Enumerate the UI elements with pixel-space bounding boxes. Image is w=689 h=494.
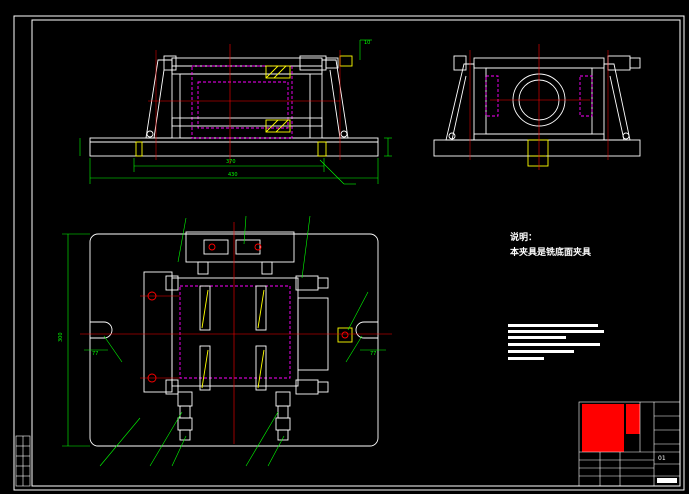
dim-slot-left: 77 [92,351,98,357]
technical-requirements [508,324,604,360]
binding-strip [15,435,31,487]
plan-dimensions [62,215,386,467]
title-block-label: 01 [658,455,666,462]
dim-slot-right: 77 [370,351,376,357]
note-heading: 说明： [510,233,538,243]
side-base-plate [433,139,641,157]
side-view [433,44,641,170]
note-line-1: 本夹具是铣底面夹具 [510,248,592,258]
dim-300: 300 [58,332,64,342]
plan-view [80,222,392,447]
dim-10: 10 [364,40,370,46]
dim-370: 370 [226,159,236,165]
front-dimensions [79,39,392,185]
outer-border [13,15,685,491]
dim-430: 430 [228,172,238,178]
inner-border [31,19,681,487]
front-base-plate [89,137,379,157]
title-block [578,401,681,487]
front-view [89,44,379,164]
